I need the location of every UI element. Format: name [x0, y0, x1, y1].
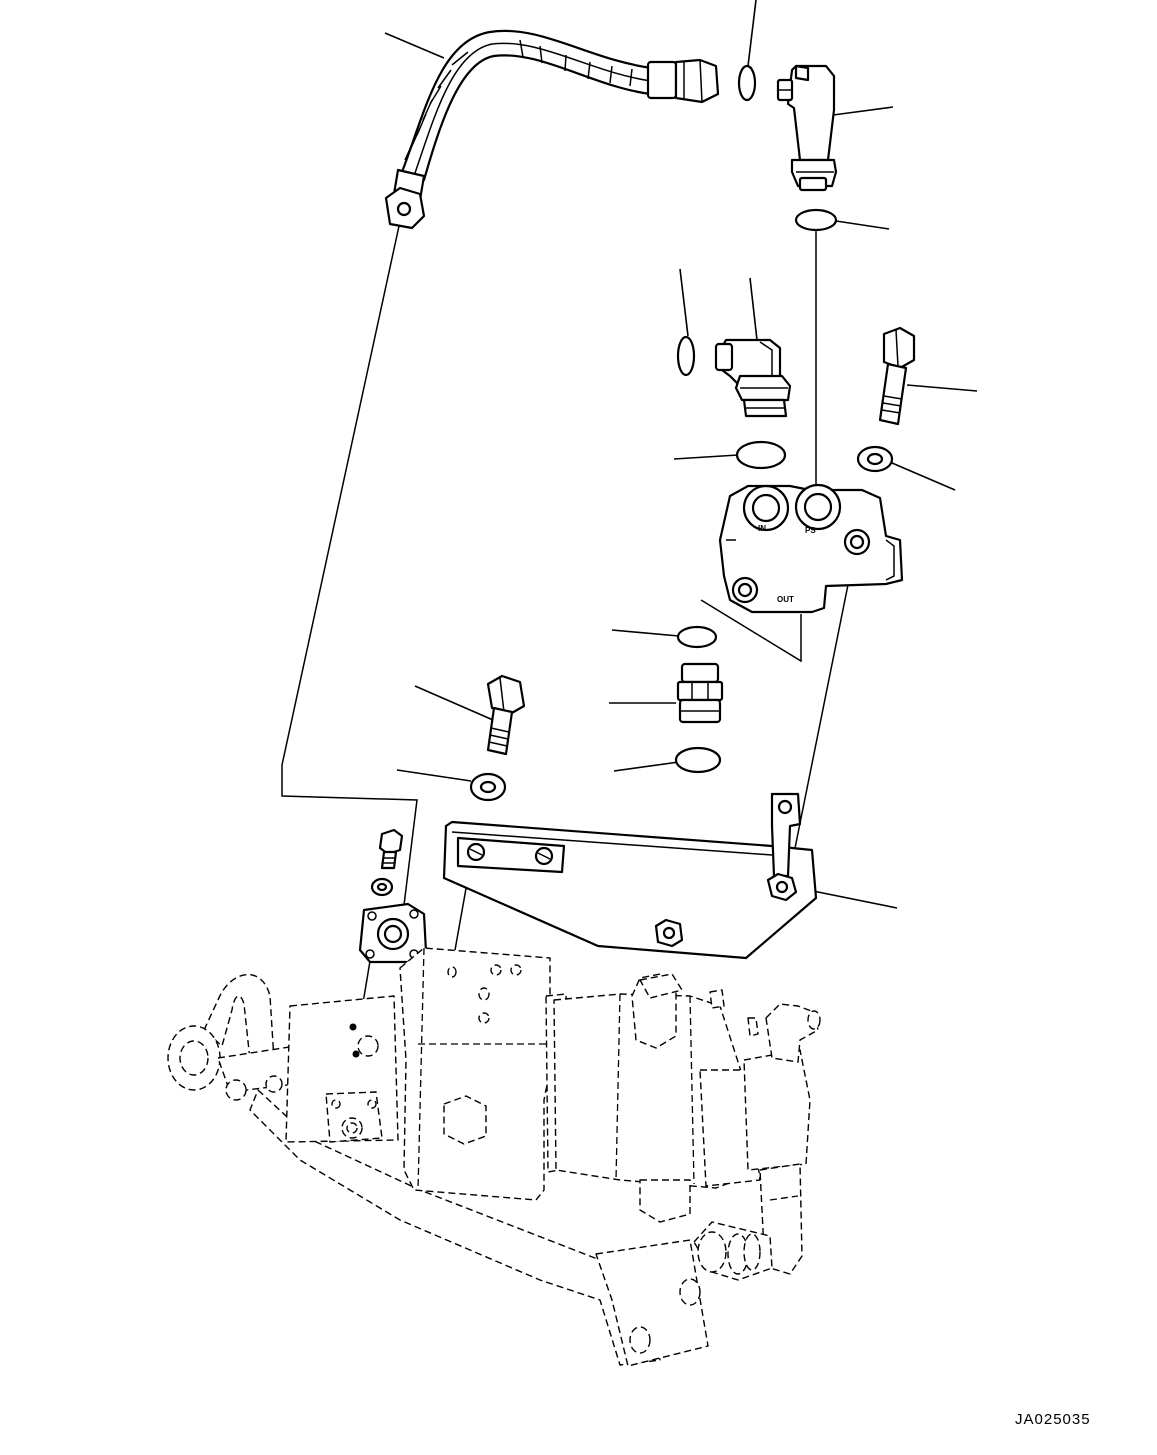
leader-bolt-left [414, 685, 494, 721]
leader-hose [384, 32, 445, 59]
leader-elbow-mid [749, 277, 758, 341]
leader-washer-right [891, 462, 956, 491]
oring-upper [794, 208, 838, 232]
small-bolt [378, 828, 404, 870]
valve-to-bracket-line [789, 539, 858, 874]
small-washer [370, 877, 394, 897]
leader-oring-lower [611, 629, 680, 637]
elbow-fitting-top [776, 64, 838, 192]
port-label-out: OUT [777, 595, 794, 604]
washer-left [469, 772, 507, 802]
figure-code: JA025035 [1015, 1411, 1091, 1428]
port-label-ps: PS [805, 526, 816, 535]
hose-routing-line [281, 225, 418, 906]
oring-bottom [674, 746, 722, 774]
mounting-bracket [442, 792, 818, 960]
flange [358, 902, 428, 964]
leader-oring-bottom [613, 761, 680, 772]
oring-top [737, 64, 757, 102]
valve-outlet-line [700, 599, 802, 663]
elbow-fitting-mid [714, 338, 792, 418]
port-label-in: IN [758, 524, 766, 533]
hose-assembly [384, 29, 720, 230]
pump-main-housing [399, 947, 551, 1201]
bolt-right [878, 326, 916, 426]
leader-bracket [812, 890, 898, 909]
bolt-left [486, 674, 526, 756]
pump-assembly [167, 947, 821, 1367]
hose-wrap-marks [404, 39, 633, 161]
hose-fitting-left [384, 168, 426, 230]
o-rings [674, 64, 838, 774]
leader-bolt-right [906, 384, 978, 392]
leader-oring-upper [835, 220, 890, 230]
leader-washer-left [396, 769, 472, 782]
valve-block: IN PS OUT [718, 483, 904, 614]
leader-elbow-top [832, 106, 894, 116]
leader-lines [384, 0, 978, 909]
oring-lower [676, 625, 718, 649]
adapter [676, 662, 724, 724]
leader-oring-small [679, 268, 689, 337]
washer-right [856, 445, 894, 473]
oring-small [676, 335, 696, 377]
leader-oring-mid [673, 454, 739, 460]
leader-oring-top [747, 0, 757, 67]
hose-fitting-right [646, 58, 720, 104]
oring-mid [735, 440, 787, 470]
